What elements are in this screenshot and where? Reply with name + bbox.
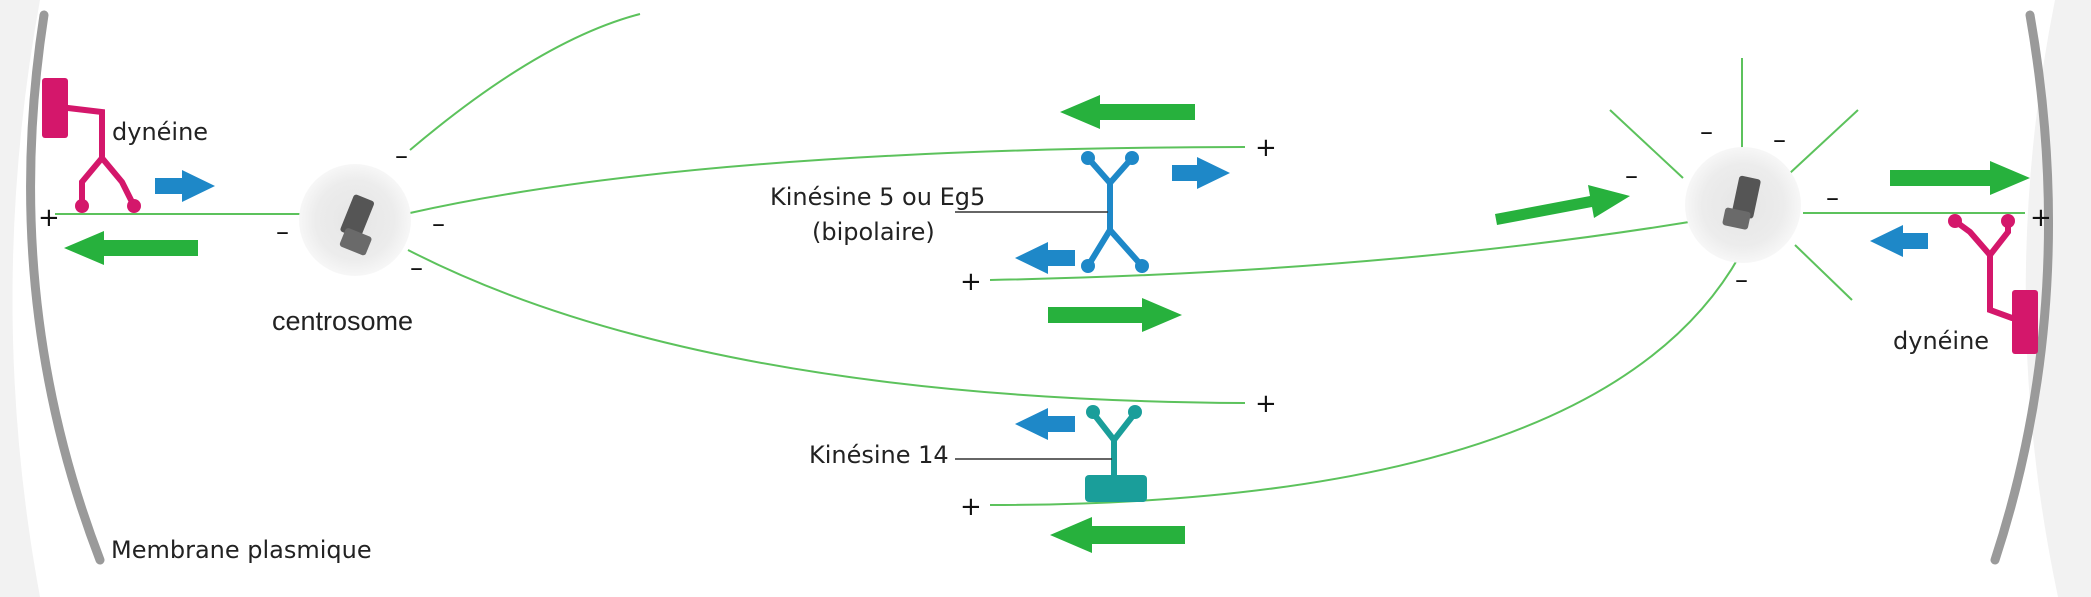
- green-arrows: [64, 95, 2030, 553]
- centriole-pair: [339, 194, 375, 256]
- arrow-right-blue-dynein-left: [155, 170, 215, 202]
- kinesin14-motor: [1085, 405, 1147, 502]
- minus-sign-centrosome-right-left: –: [1625, 161, 1638, 191]
- minus-sign-centrosome-right-top1: –: [1700, 117, 1713, 147]
- minus-sign-centrosome-right-bottom: –: [1735, 265, 1748, 295]
- minus-sign-centrosome-left-top: –: [395, 141, 408, 171]
- arrow-right-green-spindle: [1495, 185, 1630, 225]
- blue-arrows: [155, 157, 1928, 440]
- dynein-right: [1948, 214, 2038, 354]
- kinesin5-motor: [1081, 151, 1149, 273]
- minus-sign-centrosome-left-left: –: [276, 217, 289, 247]
- arrow-left-blue-dynein-right: [1870, 225, 1928, 257]
- astral-ray-upper-right: [1789, 109, 1859, 174]
- polar-microtubule-left-upper: [409, 146, 1246, 214]
- arrow-left-blue-kinesin14: [1015, 408, 1075, 440]
- polar-microtubule-left-lower: [407, 249, 1246, 404]
- polar-microtubule-right-lower: [989, 254, 1741, 506]
- dynein-left: [42, 78, 141, 213]
- label-centrosome: centrosome: [272, 306, 413, 336]
- astral-microtubule-upper-left: [409, 13, 641, 151]
- centriole-pair: [1722, 175, 1761, 230]
- arrow-left-green-dynein-left: [64, 231, 198, 265]
- plus-sign-left-astral: +: [38, 203, 60, 233]
- astral-ray-lower-right: [1794, 244, 1853, 301]
- plus-sign-mt-middle: +: [960, 267, 982, 297]
- plus-sign-mt-lower: +: [1255, 389, 1277, 419]
- astral-ray-upper-left: [1609, 109, 1684, 179]
- plasma-membrane-right: [1990, 10, 2054, 565]
- centrosome-right: [1685, 147, 1801, 263]
- arrow-right-green-kinesin5-bottom: [1048, 298, 1182, 332]
- arrow-left-green-kinesin14: [1050, 517, 1185, 553]
- arrow-left-blue-kinesin5-bottom: [1015, 242, 1075, 274]
- microtubules: [55, 13, 2025, 506]
- plus-sign-mt-upper: +: [1255, 133, 1277, 163]
- label-dynein-right: dynéine: [1893, 327, 1989, 355]
- arrow-right-blue-kinesin5-top: [1172, 157, 1230, 189]
- minus-sign-centrosome-left-right: –: [432, 209, 445, 239]
- minus-sign-centrosome-left-bottom: –: [410, 253, 423, 283]
- label-kinesin5-line2: (bipolaire): [812, 218, 935, 246]
- plus-sign-mt-bottom: +: [960, 492, 982, 522]
- arrow-right-green-dynein-right: [1890, 161, 2030, 195]
- minus-sign-centrosome-right-top2: –: [1773, 125, 1786, 155]
- minus-sign-centrosome-right-right: –: [1826, 183, 1839, 213]
- label-dynein-left: dynéine: [112, 118, 208, 146]
- centrosome-left: [299, 164, 411, 276]
- arrow-left-green-kinesin5-top: [1060, 95, 1195, 129]
- label-kinesin14: Kinésine 14: [809, 441, 949, 469]
- polar-microtubule-right-upper: [989, 215, 1726, 281]
- label-membrane: Membrane plasmique: [111, 536, 372, 564]
- plus-sign-right-astral: +: [2030, 203, 2052, 233]
- label-leader-lines: [955, 211, 1112, 460]
- cell-interior: [12, 0, 2058, 597]
- plasma-membrane-left: [26, 10, 105, 565]
- label-kinesin5-line1: Kinésine 5 ou Eg5: [770, 183, 985, 211]
